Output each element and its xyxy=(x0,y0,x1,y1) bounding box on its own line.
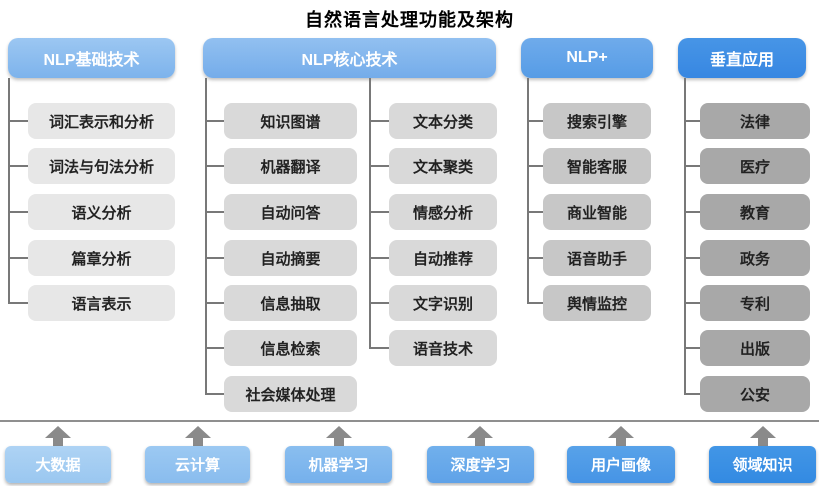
up-arrow-icon xyxy=(45,426,71,446)
basic-item: 语言表示 xyxy=(28,285,175,321)
core-item: 文字识别 xyxy=(389,285,497,321)
connector-line xyxy=(205,302,224,304)
core-item: 文本分类 xyxy=(389,103,497,139)
connector-line xyxy=(369,211,389,213)
basic-item: 篇章分析 xyxy=(28,240,175,276)
core-item: 信息抽取 xyxy=(224,285,357,321)
foundation-item: 云计算 xyxy=(145,446,250,483)
vertical-item: 教育 xyxy=(700,194,810,230)
header-nlp-core: NLP核心技术 xyxy=(203,38,496,78)
vertical-item: 公安 xyxy=(700,376,810,412)
connector-line xyxy=(684,257,700,259)
connector-line xyxy=(8,257,28,259)
vertical-item: 出版 xyxy=(700,330,810,366)
diagram-title: 自然语言处理功能及架构 xyxy=(305,10,514,30)
up-arrow-icon xyxy=(750,426,776,446)
header-nlp-plus: NLP+ xyxy=(521,38,653,78)
up-arrow-icon xyxy=(467,426,493,446)
up-arrow-icon xyxy=(608,426,634,446)
plus-item: 商业智能 xyxy=(543,194,651,230)
connector-line xyxy=(527,120,543,122)
connector-line xyxy=(205,393,224,395)
foundation-item: 用户画像 xyxy=(567,446,675,483)
basic-item: 词汇表示和分析 xyxy=(28,103,175,139)
connector-line xyxy=(527,165,543,167)
foundation-item: 深度学习 xyxy=(427,446,534,483)
core-item: 语音技术 xyxy=(389,330,497,366)
connector-line xyxy=(369,257,389,259)
connector-line xyxy=(205,120,224,122)
connector-line xyxy=(8,120,28,122)
core-item: 机器翻译 xyxy=(224,148,357,184)
up-arrow-icon xyxy=(326,426,352,446)
connector-line xyxy=(369,302,389,304)
connector-line xyxy=(684,165,700,167)
core-item: 文本聚类 xyxy=(389,148,497,184)
connector-line xyxy=(684,211,700,213)
connector-line xyxy=(684,78,686,395)
basic-item: 词法与句法分析 xyxy=(28,148,175,184)
core-item: 自动推荐 xyxy=(389,240,497,276)
core-item: 自动问答 xyxy=(224,194,357,230)
connector-line xyxy=(527,302,543,304)
foundation-item: 大数据 xyxy=(5,446,111,483)
foundation-item: 机器学习 xyxy=(285,446,392,483)
core-item: 情感分析 xyxy=(389,194,497,230)
connector-line xyxy=(205,257,224,259)
connector-line xyxy=(369,165,389,167)
connector-line xyxy=(684,302,700,304)
vertical-item: 法律 xyxy=(700,103,810,139)
vertical-item: 医疗 xyxy=(700,148,810,184)
core-item: 社会媒体处理 xyxy=(224,376,357,412)
connector-line xyxy=(527,257,543,259)
connector-line xyxy=(8,78,10,304)
core-item: 信息检索 xyxy=(224,330,357,366)
connector-line xyxy=(369,347,389,349)
connector-line xyxy=(684,347,700,349)
connector-line xyxy=(205,347,224,349)
connector-line xyxy=(527,78,529,304)
vertical-item: 专利 xyxy=(700,285,810,321)
separator-line xyxy=(0,420,819,422)
connector-line xyxy=(8,165,28,167)
plus-item: 语音助手 xyxy=(543,240,651,276)
connector-line xyxy=(684,120,700,122)
up-arrow-icon xyxy=(185,426,211,446)
connector-line xyxy=(8,211,28,213)
connector-line xyxy=(369,120,389,122)
header-nlp-basic: NLP基础技术 xyxy=(8,38,175,78)
plus-item: 智能客服 xyxy=(543,148,651,184)
plus-item: 搜索引擎 xyxy=(543,103,651,139)
connector-line xyxy=(527,211,543,213)
header-vertical-apps: 垂直应用 xyxy=(678,38,806,78)
vertical-item: 政务 xyxy=(700,240,810,276)
connector-line xyxy=(205,165,224,167)
connector-line xyxy=(205,78,207,395)
core-item: 自动摘要 xyxy=(224,240,357,276)
connector-line xyxy=(8,302,28,304)
basic-item: 语义分析 xyxy=(28,194,175,230)
connector-line xyxy=(205,211,224,213)
foundation-item: 领域知识 xyxy=(709,446,816,483)
connector-line xyxy=(684,393,700,395)
plus-item: 舆情监控 xyxy=(543,285,651,321)
connector-line xyxy=(369,78,371,349)
core-item: 知识图谱 xyxy=(224,103,357,139)
